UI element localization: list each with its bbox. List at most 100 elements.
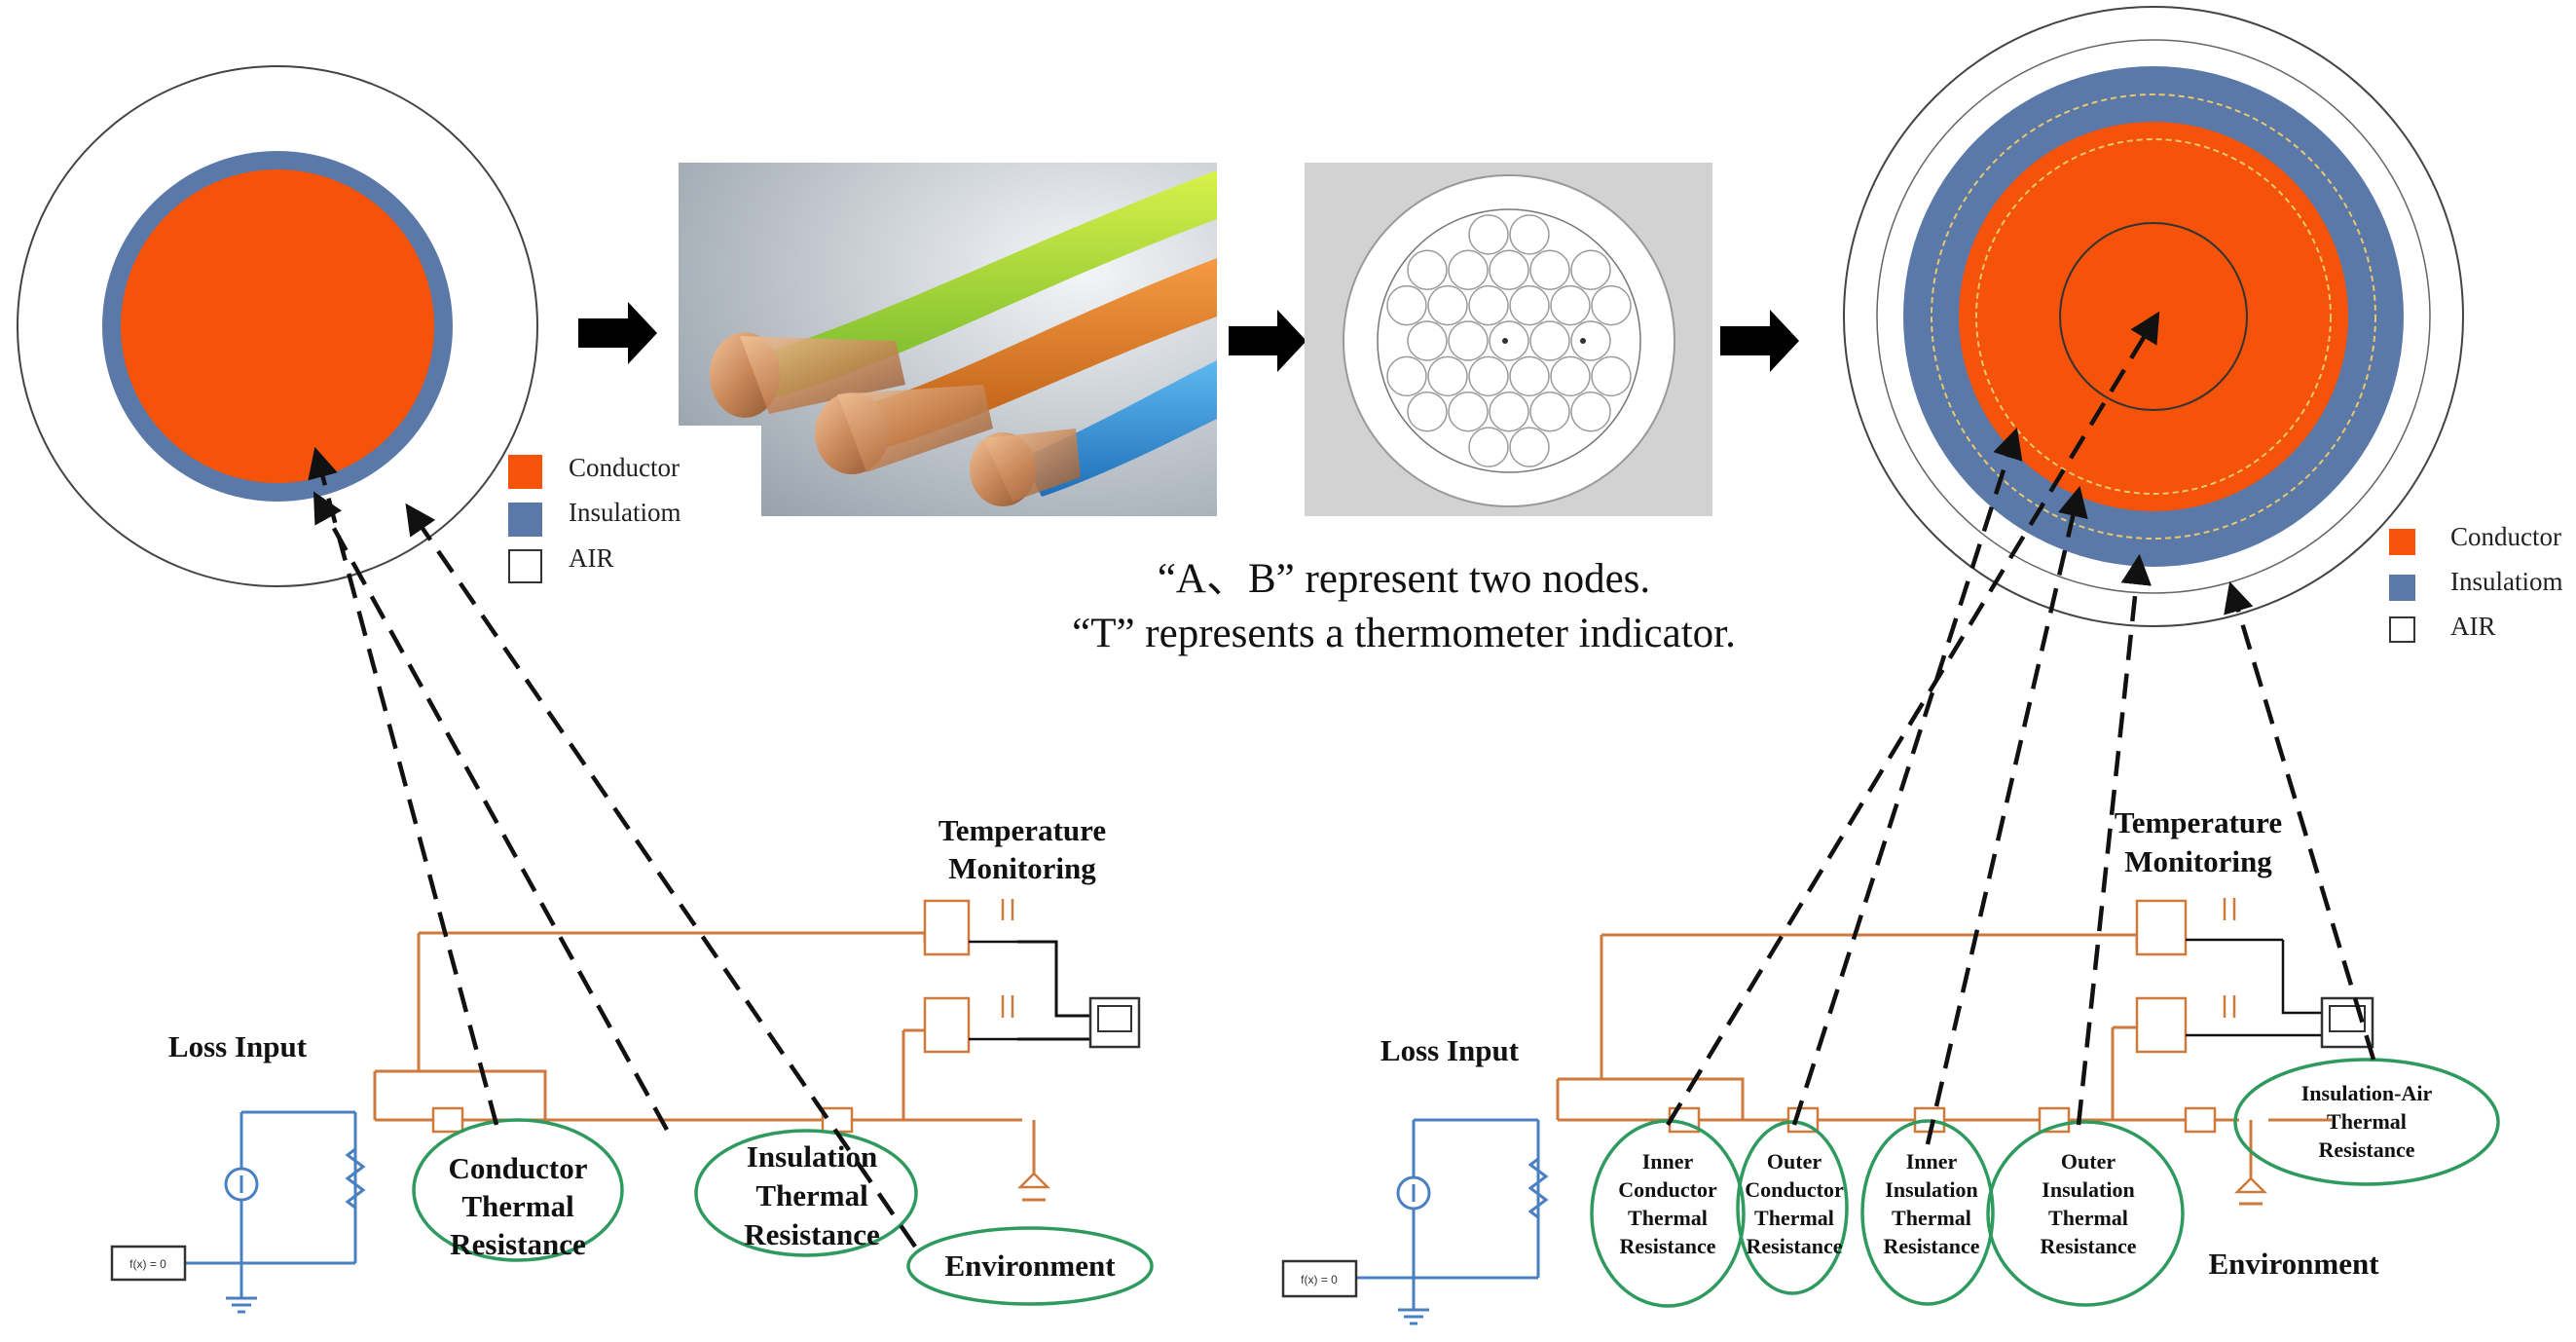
strand-circle <box>1550 284 1591 326</box>
strand-circle <box>1529 320 1570 361</box>
strand-circle <box>1591 284 1632 326</box>
strand-circle <box>1448 320 1489 361</box>
right-environment-label: Environment <box>2208 1247 2379 1281</box>
oi-line2: Insulation <box>2042 1177 2134 1202</box>
right-temperature-label-1: Temperature <box>2115 805 2282 839</box>
ia-line3: Resistance <box>2319 1137 2415 1162</box>
left-insulation-oval <box>694 1129 918 1257</box>
left-conductor-resistor-block <box>431 1106 464 1134</box>
strand-circle <box>1407 249 1448 291</box>
strand-circle <box>1489 320 1529 361</box>
right-conductor-core <box>1959 122 2348 511</box>
strand-circle <box>1448 249 1489 291</box>
ii-line1: Inner <box>1906 1149 1958 1174</box>
right-temperature-label-2: Monitoring <box>2124 844 2272 878</box>
left-conductor-oval <box>412 1118 624 1262</box>
legend-air-label: AIR <box>569 543 614 573</box>
left-conductor-res-line3: Resistance <box>450 1227 585 1261</box>
left-constant-label: f(x) = 0 <box>129 1257 166 1271</box>
left-environment-oval <box>906 1226 1154 1306</box>
strand-circle <box>1591 355 1632 397</box>
legend-conductor-label-right: Conductor <box>2450 522 2561 551</box>
legend-insulation-label: Insulatiom <box>569 498 681 527</box>
left-cable-cross-section <box>17 65 538 587</box>
strand-circle <box>1468 427 1509 467</box>
legend-conductor-label: Conductor <box>569 453 680 482</box>
oc-line2: Conductor <box>1745 1177 1844 1202</box>
oc-line3: Thermal <box>1754 1206 1834 1230</box>
strand-circle <box>1529 249 1570 291</box>
ii-line4: Resistance <box>1884 1234 1980 1258</box>
left-insulation-res-line1: Insulation <box>747 1139 877 1174</box>
strand-circle <box>1468 214 1509 255</box>
strand-circle <box>1529 391 1570 432</box>
strand-circle <box>1407 320 1448 361</box>
oi-line1: Outer <box>2061 1149 2116 1174</box>
ic-line1: Inner <box>1642 1149 1694 1174</box>
left-dashed-arrows <box>308 446 917 1249</box>
flow-arrow-icon-2 <box>1229 310 1306 372</box>
left-temperature-label-2: Monitoring <box>948 851 1096 885</box>
right-outer-conductor-oval <box>1736 1120 1849 1295</box>
strand-circle <box>1570 249 1611 291</box>
strand-circle <box>1386 284 1427 326</box>
left-insulation-res-line3: Resistance <box>744 1217 879 1251</box>
oi-line3: Thermal <box>2048 1206 2128 1230</box>
right-constant-block <box>1281 1259 1358 1298</box>
strand-circle <box>1570 391 1611 432</box>
note-nodes: “A、B” represent two nodes. <box>1158 556 1650 602</box>
left-conductor-core <box>121 169 434 483</box>
left-conductor-res-line1: Conductor <box>449 1151 588 1185</box>
strand-circle <box>1509 214 1550 255</box>
conductor-strands <box>1386 214 1632 467</box>
left-insulation-resistor-block <box>821 1106 854 1134</box>
oi-line4: Resistance <box>2041 1234 2137 1258</box>
ic-line3: Thermal <box>1628 1206 1708 1230</box>
legend-swatch-conductor <box>508 455 542 489</box>
strand-circle <box>1386 355 1427 397</box>
cable-photo <box>679 163 1217 516</box>
strand-circle <box>1448 391 1489 432</box>
note-thermometer: “T” represents a thermometer indicator. <box>1072 611 1736 656</box>
strand-cross-section <box>1305 163 1712 516</box>
flow-arrow-icon-1 <box>578 302 657 364</box>
strand-circle <box>1489 391 1529 432</box>
ii-line3: Thermal <box>1892 1206 1971 1230</box>
node-dot <box>1502 338 1508 344</box>
legend-swatch-air <box>508 549 542 583</box>
right-circuit: Loss Input Temperature Monitoring f(x) =… <box>1281 805 2500 1325</box>
left-conductor-res-line2: Thermal <box>461 1189 574 1223</box>
strand-circle <box>1468 355 1509 397</box>
left-loss-input-label: Loss Input <box>168 1029 308 1063</box>
strand-circle <box>1570 320 1611 361</box>
strand-circle <box>1509 427 1550 467</box>
ic-line4: Resistance <box>1620 1234 1716 1258</box>
legend-air-label-right: AIR <box>2450 612 2496 641</box>
strand-circle <box>1489 249 1529 291</box>
strand-circle <box>1509 355 1550 397</box>
ia-line2: Thermal <box>2327 1109 2407 1134</box>
legend-swatch-insulation <box>508 503 542 537</box>
oc-line4: Resistance <box>1747 1234 1843 1258</box>
strand-circle <box>1427 284 1468 326</box>
strand-circle <box>1407 391 1448 432</box>
ic-line2: Conductor <box>1618 1177 1717 1202</box>
right-legend: Conductor Insulatiom AIR <box>2389 522 2563 643</box>
left-circuit: Loss Input Temperature Monitoring f(x) =… <box>110 813 1154 1314</box>
right-loss-input-label: Loss Input <box>1380 1033 1520 1067</box>
strand-circle <box>1550 355 1591 397</box>
right-dashed-arrows <box>1666 311 2376 1145</box>
node-dot <box>1580 338 1586 344</box>
oc-line1: Outer <box>1767 1149 1822 1174</box>
right-outer-insulation-oval <box>1986 1120 2185 1307</box>
right-cable-cross-section <box>1843 6 2464 627</box>
flow-arrow-icon-3 <box>1720 310 1799 372</box>
left-temperature-label-1: Temperature <box>938 813 1106 847</box>
right-constant-label: f(x) = 0 <box>1301 1273 1338 1286</box>
ia-line1: Insulation-Air <box>2301 1081 2433 1105</box>
left-environment-label: Environment <box>944 1249 1116 1283</box>
strand-circle <box>1427 355 1468 397</box>
left-legend: Conductor Insulatiom AIR <box>508 453 681 583</box>
right-inner-insulation-oval <box>1860 1119 1995 1306</box>
